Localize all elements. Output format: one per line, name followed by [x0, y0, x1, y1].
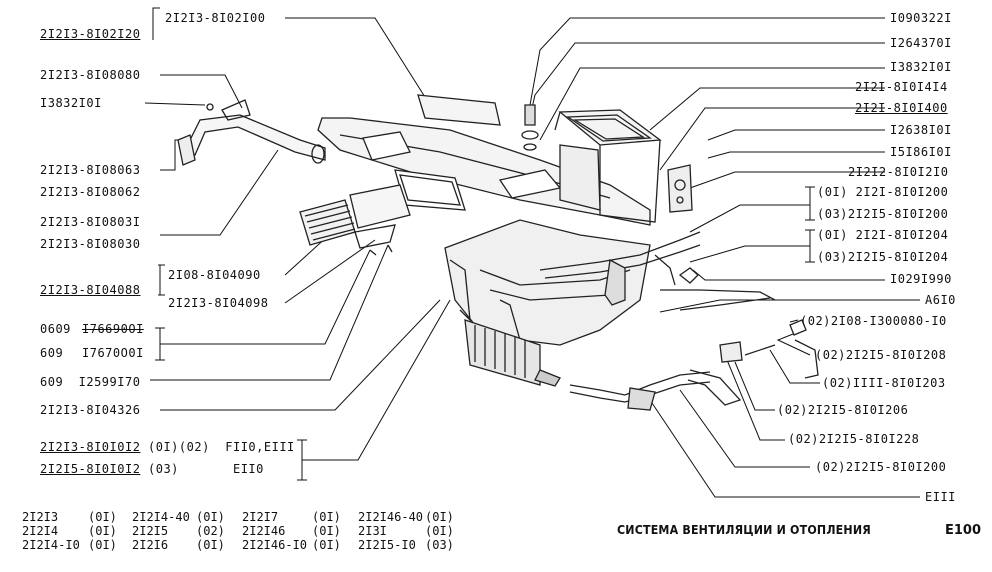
label-609: 609	[40, 346, 64, 360]
label-2I2I3-8I0I0I2-models: (0I)(02) FII0,EIII	[148, 440, 295, 454]
label-I264370I: I264370I	[890, 36, 952, 50]
label-2I2I-8I0I400: 2I2I-8I0I400	[855, 101, 948, 115]
label-2I2I5-8I0I0I2-models: (03) EII0	[148, 462, 264, 476]
model-name: 2I2I4	[22, 524, 59, 538]
label-EIII: EIII	[925, 490, 956, 504]
label-2I2I3-8I02I20: 2I2I3-8I02I20	[40, 27, 141, 41]
page-title: СИСТЕМА ВЕНТИЛЯЦИИ И ОТОПЛЕНИЯ	[617, 523, 871, 537]
label-2I2I3-8I04088: 2I2I3-8I04088	[40, 283, 141, 297]
label-r16: (02)2I2I5-8I0I208	[815, 348, 947, 362]
model-name: 2I2I46-I0	[242, 538, 308, 552]
label-I029I990: I029I990	[890, 272, 952, 286]
model-code: (0I)	[425, 510, 454, 524]
label-I3832I0I-left: I3832I0I	[40, 96, 102, 110]
model-code: (0I)	[196, 538, 225, 552]
label-2I2I3-8I08063: 2I2I3-8I08063	[40, 163, 141, 177]
label-I76690OI: I76690OI	[82, 322, 144, 336]
model-code: (0I)	[425, 524, 454, 538]
model-code: (0I)	[312, 524, 341, 538]
label-I090322I: I090322I	[890, 11, 952, 25]
label-2I2I3-8I08062: 2I2I3-8I08062	[40, 185, 141, 199]
label-609-I2599I70: 609 I2599I70	[40, 375, 141, 389]
label-2I2I3-8I02I00: 2I2I3-8I02I00	[165, 11, 266, 25]
label-r11: (0I) 2I2I-8I0I204	[817, 228, 949, 242]
label-I3832I0I-right: I3832I0I	[890, 60, 952, 74]
model-name: 2I2I5-I0	[358, 538, 416, 552]
label-0609: 0609	[40, 322, 71, 336]
model-code: (03)	[425, 538, 454, 552]
model-code: (0I)	[88, 538, 117, 552]
label-r9: (0I) 2I2I-8I0I200	[817, 185, 949, 199]
label-2I2I3-8I0803I: 2I2I3-8I0803I	[40, 215, 141, 229]
model-name: 2I2I3	[22, 510, 59, 524]
label-r20: (02)2I2I5-8I0I200	[815, 460, 947, 474]
label-2I08-8I04090: 2I08-8I04090	[168, 268, 261, 282]
model-name: 2I3I	[358, 524, 387, 538]
model-code: (02)	[196, 524, 225, 538]
model-name: 2I2I5	[132, 524, 169, 538]
model-name: 2I2I7	[242, 510, 279, 524]
label-2I2I5-8I0I0I2: 2I2I5-8I0I0I2	[40, 462, 141, 476]
label-2I2I3-8I04098: 2I2I3-8I04098	[168, 296, 269, 310]
model-code: (0I)	[88, 510, 117, 524]
label-r18: (02)2I2I5-8I0I206	[777, 403, 909, 417]
label-r15: (02)2I08-I300080-I0	[800, 314, 947, 328]
label-r19: (02)2I2I5-8I0I228	[788, 432, 920, 446]
label-r12: (03)2I2I5-8I0I204	[817, 250, 949, 264]
label-A6I0: A6I0	[925, 293, 956, 307]
model-name: 2I2I4-40	[132, 510, 190, 524]
label-2I2I-8I0I4I4: 2I2I-8I0I4I4	[855, 80, 948, 94]
label-I7670O0I: I7670O0I	[82, 346, 144, 360]
model-name: 2I2I46	[242, 524, 286, 538]
model-name: 2I2I4-I0	[22, 538, 80, 552]
model-name: 2I2I6	[132, 538, 169, 552]
model-code: (0I)	[88, 524, 117, 538]
model-code: (0I)	[312, 538, 341, 552]
label-2I2I3-8I0I0I2: 2I2I3-8I0I0I2	[40, 440, 141, 454]
heater-parts	[177, 94, 819, 411]
label-I2638I0I: I2638I0I	[890, 123, 952, 137]
label-2I2I2-8I0I2I0: 2I2I2-8I0I2I0	[848, 165, 949, 179]
model-name: 2I2I46-40	[358, 510, 424, 524]
label-2I2I3-8I08030: 2I2I3-8I08030	[40, 237, 141, 251]
label-2I2I3-8I04326: 2I2I3-8I04326	[40, 403, 141, 417]
page-code: E100	[945, 523, 982, 538]
label-I5I86I0I: I5I86I0I	[890, 145, 952, 159]
model-code: (0I)	[196, 510, 225, 524]
label-2I2I3-8I08080: 2I2I3-8I08080	[40, 68, 141, 82]
label-r17: (02)IIII-8I0I203	[822, 376, 946, 390]
model-code: (0I)	[312, 510, 341, 524]
label-r10: (03)2I2I5-8I0I200	[817, 207, 949, 221]
